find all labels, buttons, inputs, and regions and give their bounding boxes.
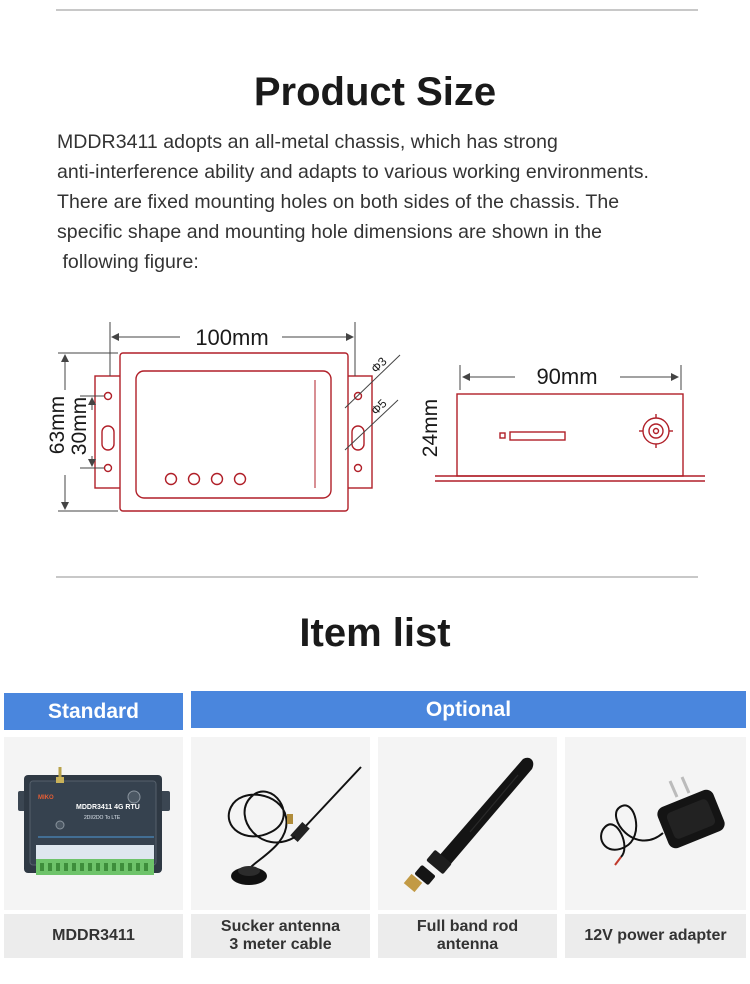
top-divider	[56, 9, 698, 11]
power-adapter-icon	[600, 776, 725, 866]
product-size-description: MDDR3411 adopts an all-metal chassis, wh…	[57, 127, 717, 277]
description-line: There are fixed mounting holes on both s…	[57, 191, 620, 213]
standard-header: Standard	[4, 693, 183, 730]
right-hole-top	[353, 391, 363, 401]
item-caption: 12V power adapter	[565, 914, 746, 958]
middle-divider	[56, 576, 698, 578]
description-line: following figure:	[57, 251, 199, 273]
status-led	[499, 432, 506, 439]
item-caption: Sucker antenna 3 meter cable	[191, 914, 370, 958]
hole-small-label: Φ3	[368, 354, 390, 376]
description-line: anti-interference ability and adapts to …	[57, 161, 650, 183]
description-line: MDDR3411 adopts an all-metal chassis, wh…	[57, 131, 558, 153]
svg-text:MDDR3411 4G RTU: MDDR3411 4G RTU	[76, 804, 140, 811]
left-hole-top	[103, 391, 113, 401]
led-3	[210, 472, 224, 486]
item-cell-power-adapter	[565, 737, 746, 910]
side-width-label: 90mm	[536, 364, 597, 389]
led-4	[233, 472, 247, 486]
rtu-device-icon: MIKO MDDR3411 4G RTU 2DI/2DO To LTE	[18, 767, 170, 875]
description-line: specific shape and mounting hole dimensi…	[57, 221, 603, 243]
left-mounting-ear	[94, 375, 123, 489]
side-view	[435, 393, 705, 482]
front-view	[94, 352, 373, 512]
front-width-label: 100mm	[195, 325, 268, 350]
svg-text:MIKO: MIKO	[38, 795, 54, 801]
sucker-antenna-icon	[227, 766, 362, 885]
product-size-title: Product Size	[253, 70, 497, 114]
sim-slot	[509, 431, 566, 441]
dimension-diagram: 100mm 63mm 30mm Φ3 Φ5 90mm 24mm	[46, 322, 705, 512]
rod-antenna-icon	[403, 757, 534, 893]
hole-spacing-label: 30mm	[68, 397, 91, 455]
item-caption: Full band rod antenna	[378, 914, 557, 958]
front-panel-inner	[135, 370, 332, 499]
right-slot	[351, 425, 365, 451]
side-chassis	[456, 393, 684, 477]
item-list-title: Item list	[299, 611, 451, 655]
left-hole-bottom	[103, 463, 113, 473]
led-2	[187, 472, 201, 486]
side-height-label: 24mm	[419, 399, 442, 457]
item-cell-sucker-antenna	[191, 737, 370, 910]
item-caption: MDDR3411	[4, 914, 183, 958]
right-hole-bottom	[353, 463, 363, 473]
optional-header: Optional	[191, 691, 746, 728]
item-cell-device: MIKO MDDR3411 4G RTU 2DI/2DO To LTE	[4, 737, 183, 910]
svg-text:2DI/2DO To LTE: 2DI/2DO To LTE	[84, 815, 121, 821]
item-cell-rod-antenna	[378, 737, 557, 910]
front-height-label: 63mm	[46, 396, 69, 454]
led-1	[164, 472, 178, 486]
left-slot	[101, 425, 115, 451]
front-chassis	[119, 352, 349, 512]
